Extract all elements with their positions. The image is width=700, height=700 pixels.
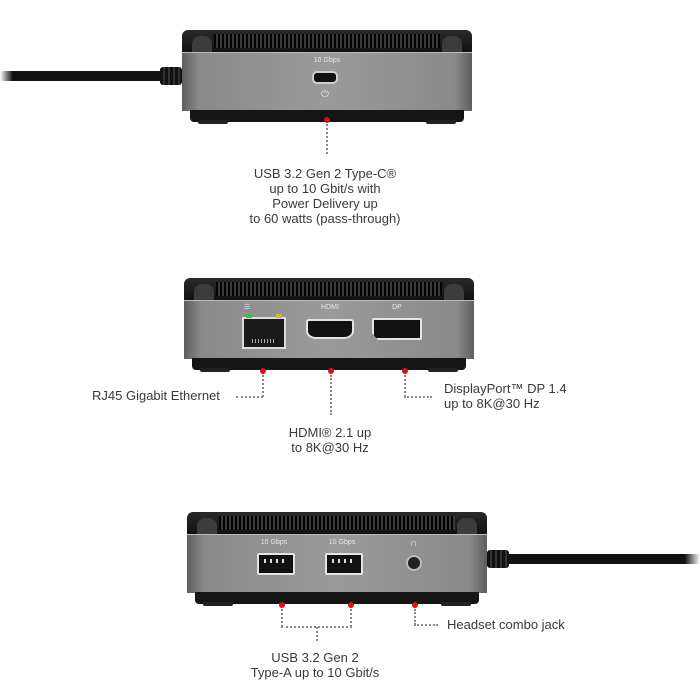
callout-marker bbox=[348, 602, 354, 608]
rj45-callout: RJ45 Gigabit Ethernet bbox=[92, 388, 220, 403]
usb-c-port bbox=[312, 71, 338, 84]
hdmi-callout: HDMI® 2.1 up to 8K@30 Hz bbox=[288, 425, 372, 455]
dp-label: DP bbox=[392, 304, 402, 311]
cable-strain-relief bbox=[160, 67, 182, 85]
usb-c-cable bbox=[0, 71, 160, 81]
headset-callout: Headset combo jack bbox=[447, 617, 565, 632]
audio-jack bbox=[406, 555, 422, 571]
dock-top-vent bbox=[187, 512, 487, 534]
dock-top-vent bbox=[184, 278, 474, 300]
cable-strain-relief bbox=[487, 550, 509, 568]
ethernet-icon: ☰ bbox=[243, 304, 251, 311]
usb-a-callout: USB 3.2 Gen 2 Type-A up to 10 Gbit/s bbox=[250, 650, 380, 680]
usb-a-port-1 bbox=[257, 553, 295, 575]
dock-face: ☰ HDMI DP bbox=[184, 300, 474, 359]
activity-led bbox=[276, 314, 282, 318]
dock-usb-view: 10 Gbps 10 Gbps ∩ bbox=[187, 512, 487, 606]
callout-marker bbox=[412, 602, 418, 608]
hdmi-port bbox=[306, 319, 354, 339]
link-led bbox=[246, 314, 252, 318]
callout-leader bbox=[326, 124, 328, 154]
callout-marker bbox=[328, 368, 334, 374]
dock-top-vent bbox=[182, 30, 472, 52]
callout-marker bbox=[324, 117, 330, 123]
callout-marker bbox=[260, 368, 266, 374]
dock-face: 10 Gbps ⏻ bbox=[182, 52, 472, 111]
dock-face: 10 Gbps 10 Gbps ∩ bbox=[187, 534, 487, 593]
usb-c-speed-label: 10 Gbps bbox=[313, 57, 341, 64]
hdmi-label: HDMI bbox=[321, 304, 339, 311]
usb-a-1-speed-label: 10 Gbps bbox=[260, 539, 288, 546]
usb-c-cable bbox=[508, 554, 700, 564]
usb-a-2-speed-label: 10 Gbps bbox=[328, 539, 356, 546]
displayport-port bbox=[372, 318, 422, 340]
headset-icon: ∩ bbox=[410, 538, 418, 549]
usb-c-callout: USB 3.2 Gen 2 Type-C® up to 10 Gbit/s wi… bbox=[249, 166, 401, 226]
callout-marker bbox=[402, 368, 408, 374]
dock-rear-view: 10 Gbps ⏻ bbox=[182, 30, 472, 124]
usb-a-port-2 bbox=[325, 553, 363, 575]
power-delivery-icon: ⏻ bbox=[321, 89, 329, 100]
rj45-port bbox=[242, 314, 286, 349]
displayport-callout: DisplayPort™ DP 1.4 up to 8K@30 Hz bbox=[444, 381, 567, 411]
callout-marker bbox=[279, 602, 285, 608]
dock-video-view: ☰ HDMI DP bbox=[184, 278, 474, 372]
